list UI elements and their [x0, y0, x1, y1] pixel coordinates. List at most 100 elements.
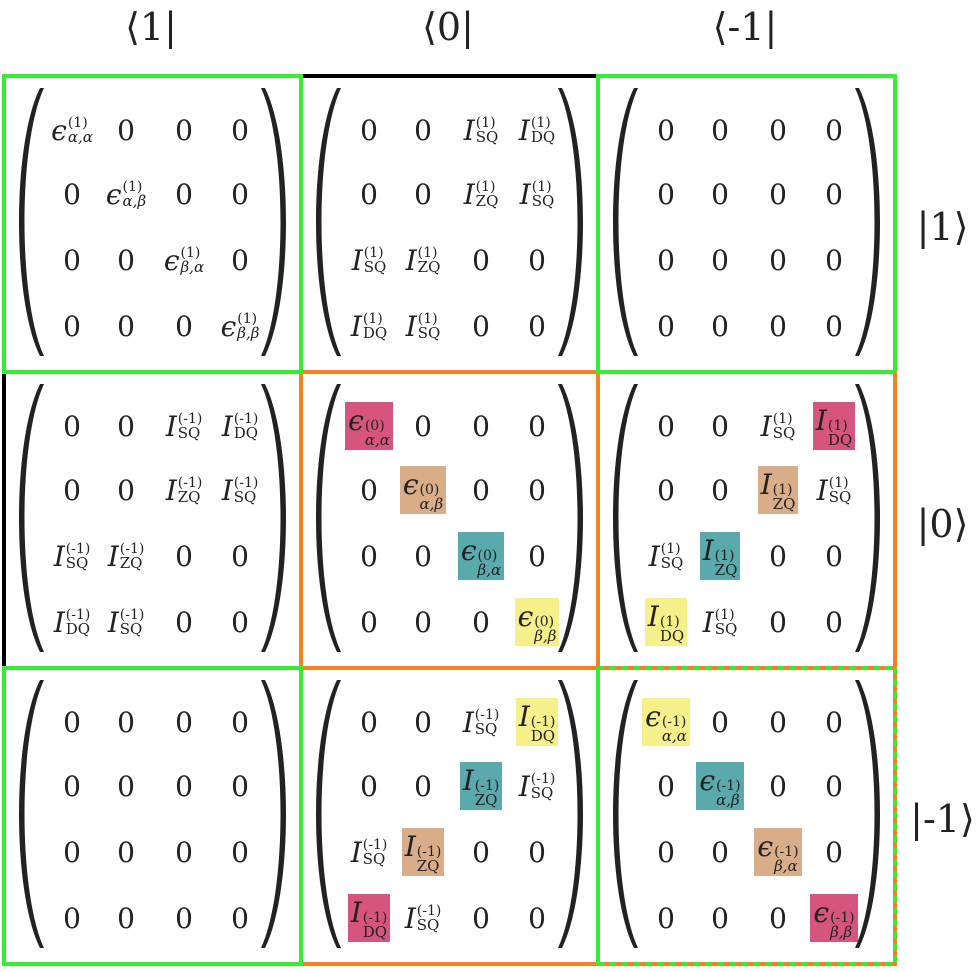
matrix-entry-zero: 0: [769, 901, 787, 935]
matrix-entry: I(1)SQ: [702, 605, 738, 639]
matrix-entry-zero: 0: [117, 243, 135, 277]
matrix-entry: ϵ(1)β,α: [163, 243, 205, 277]
matrix-entry: I(1)DQ: [802, 398, 866, 454]
matrix-entry-zero: 0: [825, 605, 843, 639]
matrix-entry-zero: 0: [769, 243, 787, 277]
matrix-entry-zero: 0: [711, 409, 729, 443]
matrix-entry-zero: 0: [231, 835, 249, 869]
matrix-entry: ϵ(-1)β,β: [802, 890, 866, 946]
matrix-entry-zero: 0: [472, 243, 490, 277]
matrix-entry-zero: 0: [769, 539, 787, 573]
matrix-entry-zero: 0: [528, 539, 546, 573]
column-label-bra-minus1: ⟨-1|: [712, 5, 778, 49]
matrix-entry-zero: 0: [117, 473, 135, 507]
matrix-entry-zero: 0: [175, 835, 193, 869]
matrix-entry-zero: 0: [117, 769, 135, 803]
matrix-entry-zero: 0: [414, 409, 432, 443]
matrix-entry-zero: 0: [825, 835, 843, 869]
matrix-entry-zero: 0: [711, 835, 729, 869]
matrix-entry: I(1)ZQ: [405, 243, 441, 277]
matrix-entry-zero: 0: [769, 769, 787, 803]
matrix-entry: I(1)ZQ: [463, 177, 499, 211]
matrix-entry: I(1)SQ: [463, 113, 499, 147]
matrix-entry-zero: 0: [117, 835, 135, 869]
matrix-entry-zero: 0: [175, 605, 193, 639]
matrix-entry-zero: 0: [175, 309, 193, 343]
matrix-entry-zero: 0: [117, 309, 135, 343]
matrix-entry: I(-1)ZQ: [449, 758, 513, 814]
matrix-entry: I(-1)DQ: [505, 694, 569, 750]
matrix-entry-zero: 0: [711, 243, 729, 277]
matrix-entry: I(-1)ZQ: [165, 473, 203, 507]
column-label-bra-0: ⟨0|: [422, 5, 474, 49]
matrix-entry: I(-1)SQ: [518, 769, 556, 803]
matrix-entry-zero: 0: [414, 705, 432, 739]
matrix-entry: I(-1)SQ: [462, 705, 500, 739]
row-label-ket-minus1: |-1⟩: [910, 797, 975, 841]
matrix-entry-zero: 0: [231, 177, 249, 211]
matrix-entry-zero: 0: [528, 901, 546, 935]
matrix-entry: I(1)DQ: [518, 113, 556, 147]
matrix-entry: I(1)SQ: [519, 177, 555, 211]
matrix-entry-zero: 0: [472, 901, 490, 935]
matrix-entry: ϵ(-1)β,α: [746, 824, 810, 880]
matrix-entry-zero: 0: [825, 705, 843, 739]
matrix-entry-zero: 0: [711, 705, 729, 739]
matrix-entry-zero: 0: [472, 835, 490, 869]
row-label-ket-1: |1⟩: [916, 205, 969, 249]
matrix-entry-zero: 0: [231, 901, 249, 935]
matrix-entry: I(1)ZQ: [688, 528, 752, 584]
row-label-ket-0: |0⟩: [916, 502, 969, 546]
matrix-entry-zero: 0: [711, 901, 729, 935]
matrix-entry-zero: 0: [414, 177, 432, 211]
matrix-entry-zero: 0: [825, 769, 843, 803]
matrix-entry-zero: 0: [175, 769, 193, 803]
matrix-entry-zero: 0: [769, 605, 787, 639]
matrix-entry: I(1)SQ: [405, 309, 441, 343]
matrix-entry: I(1)SQ: [760, 409, 796, 443]
matrix-entry-zero: 0: [414, 769, 432, 803]
matrix-entry: I(-1)SQ: [107, 605, 145, 639]
matrix-entry-zero: 0: [175, 539, 193, 573]
matrix-entry-zero: 0: [472, 409, 490, 443]
matrix-entry-zero: 0: [472, 605, 490, 639]
matrix-entry: I(-1)ZQ: [391, 824, 455, 880]
matrix-entry-zero: 0: [825, 113, 843, 147]
matrix-entry-zero: 0: [231, 769, 249, 803]
matrix-entry-zero: 0: [414, 605, 432, 639]
matrix-entry-zero: 0: [769, 113, 787, 147]
matrix-entry-zero: 0: [472, 473, 490, 507]
matrix-entry-zero: 0: [472, 309, 490, 343]
matrix-entry-zero: 0: [414, 113, 432, 147]
matrix-entry: I(-1)ZQ: [107, 539, 145, 573]
matrix-entry: I(-1)SQ: [404, 901, 442, 935]
matrix-entry-zero: 0: [825, 309, 843, 343]
matrix-entry: ϵ(0)β,α: [449, 528, 513, 584]
matrix-entry: I(-1)SQ: [165, 409, 203, 443]
matrix-entry-zero: 0: [528, 473, 546, 507]
matrix-entry-zero: 0: [117, 113, 135, 147]
matrix-entry-zero: 0: [769, 705, 787, 739]
matrix-entry: ϵ(1)β,β: [220, 309, 260, 343]
matrix-entry-zero: 0: [175, 901, 193, 935]
matrix-entry-zero: 0: [825, 177, 843, 211]
matrix-entry: ϵ(-1)α,β: [688, 758, 752, 814]
matrix-entry-zero: 0: [528, 243, 546, 277]
matrix-entry-zero: 0: [231, 705, 249, 739]
matrix-entry-zero: 0: [825, 539, 843, 573]
matrix-entry-zero: 0: [711, 177, 729, 211]
matrix-entry: ϵ(1)α,β: [105, 177, 147, 211]
matrix-entry: I(1)SQ: [816, 473, 852, 507]
matrix-entry-zero: 0: [769, 177, 787, 211]
matrix-entry-zero: 0: [117, 901, 135, 935]
matrix-entry-zero: 0: [231, 243, 249, 277]
matrix-entry: I(1)ZQ: [746, 462, 810, 518]
